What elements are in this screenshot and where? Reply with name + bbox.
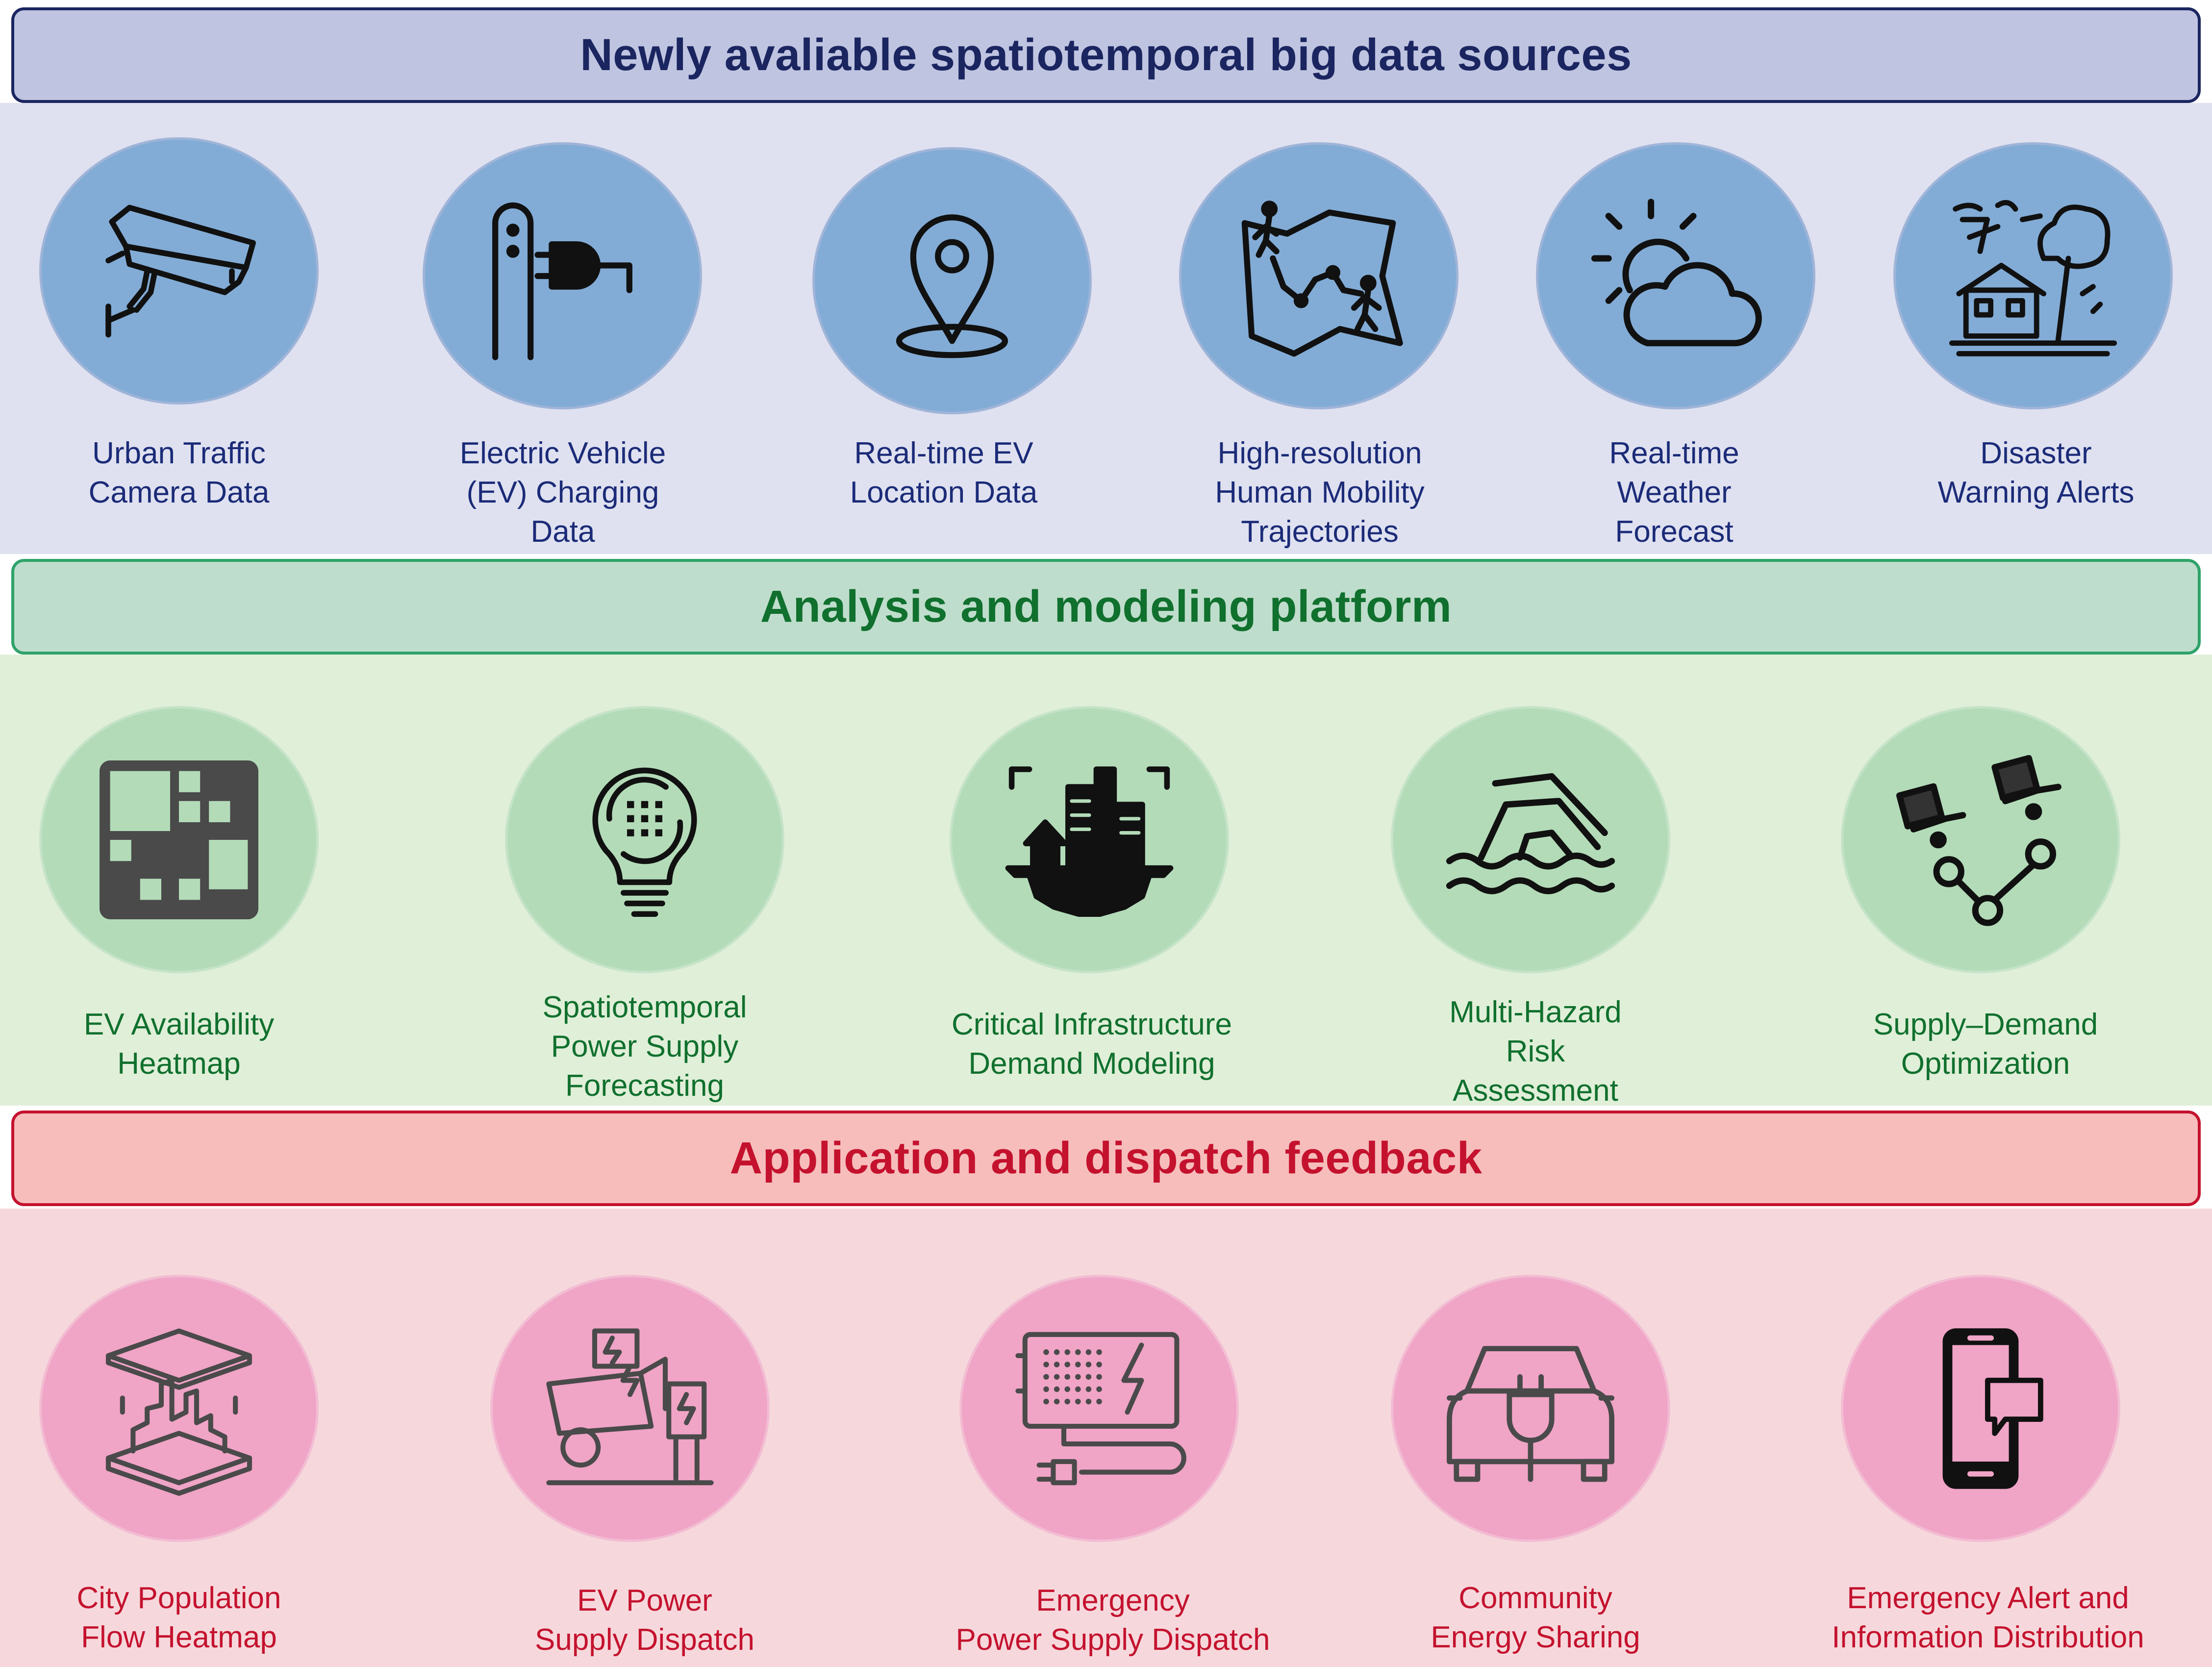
flood-house-icon <box>1391 706 1670 973</box>
weather-forecast-label: Real-time Weather Forecast <box>1609 436 1739 549</box>
heatmap-grid-icon <box>39 706 319 973</box>
ev-power-dispatch-label: EV Power Supply Dispatch <box>534 1584 755 1657</box>
application-title: Application and dispatch feedback <box>729 1133 1483 1183</box>
human-mobility-label: High-resolution Human Mobility Trajector… <box>1215 436 1425 549</box>
ev-charging-data-label: Electric Vehicle (EV) Charging Data <box>459 436 666 549</box>
storm-house-icon <box>1893 142 2173 409</box>
emergency-power-dispatch-label: Emergency Power Supply Dispatch <box>955 1584 1270 1657</box>
power-bank-icon <box>959 1275 1239 1542</box>
lightbulb-cycle-icon <box>505 706 784 973</box>
data-sources-header: Newly avaliable spatiotemporal big data … <box>11 7 2201 103</box>
ev-location-data-label: Real-time EV Location Data <box>850 436 1038 509</box>
city-3d-platform-icon <box>39 1275 319 1542</box>
disaster-alerts-label: Disaster Warning Alerts <box>1937 436 2135 509</box>
infrastructure-demand-label: Critical Infrastructure Demand Modeling <box>952 1008 1232 1081</box>
energy-sharing-label: Community Energy Sharing <box>1431 1581 1640 1654</box>
data-sources-title: Newly avaliable spatiotemporal big data … <box>580 30 1632 80</box>
map-trajectory-icon <box>1179 142 1458 409</box>
population-flow-label: City Population Flow Heatmap <box>76 1581 281 1654</box>
analysis-header: Analysis and modeling platform <box>11 559 2201 655</box>
supply-demand-label: Supply–Demand Optimization <box>1873 1008 2098 1081</box>
application-header: Application and dispatch feedback <box>11 1111 2201 1206</box>
supply-network-icon <box>1841 706 2120 973</box>
ev-charging-station-icon <box>490 1275 770 1542</box>
urban-traffic-camera-label: Urban Traffic Camera Data <box>88 436 270 509</box>
alert-distribution-label: Emergency Alert and Information Distribu… <box>1832 1581 2144 1654</box>
data-sources-band <box>0 103 2212 554</box>
car-plug-icon <box>1391 1275 1670 1542</box>
sun-cloud-icon <box>1536 142 1815 409</box>
hazard-risk-label: Multi-Hazard Risk Assessment <box>1449 995 1622 1108</box>
location-pin-icon <box>812 147 1092 414</box>
cctv-camera-icon <box>39 137 319 404</box>
analysis-title: Analysis and modeling platform <box>760 581 1452 631</box>
ev-heatmap-label: EV Availability Heatmap <box>83 1008 275 1081</box>
smartphone-message-icon <box>1841 1275 2120 1542</box>
city-gear-icon <box>950 706 1229 973</box>
power-forecasting-label: Spatiotemporal Power Supply Forecasting <box>542 990 747 1103</box>
ev-charger-plug-icon <box>423 142 702 409</box>
